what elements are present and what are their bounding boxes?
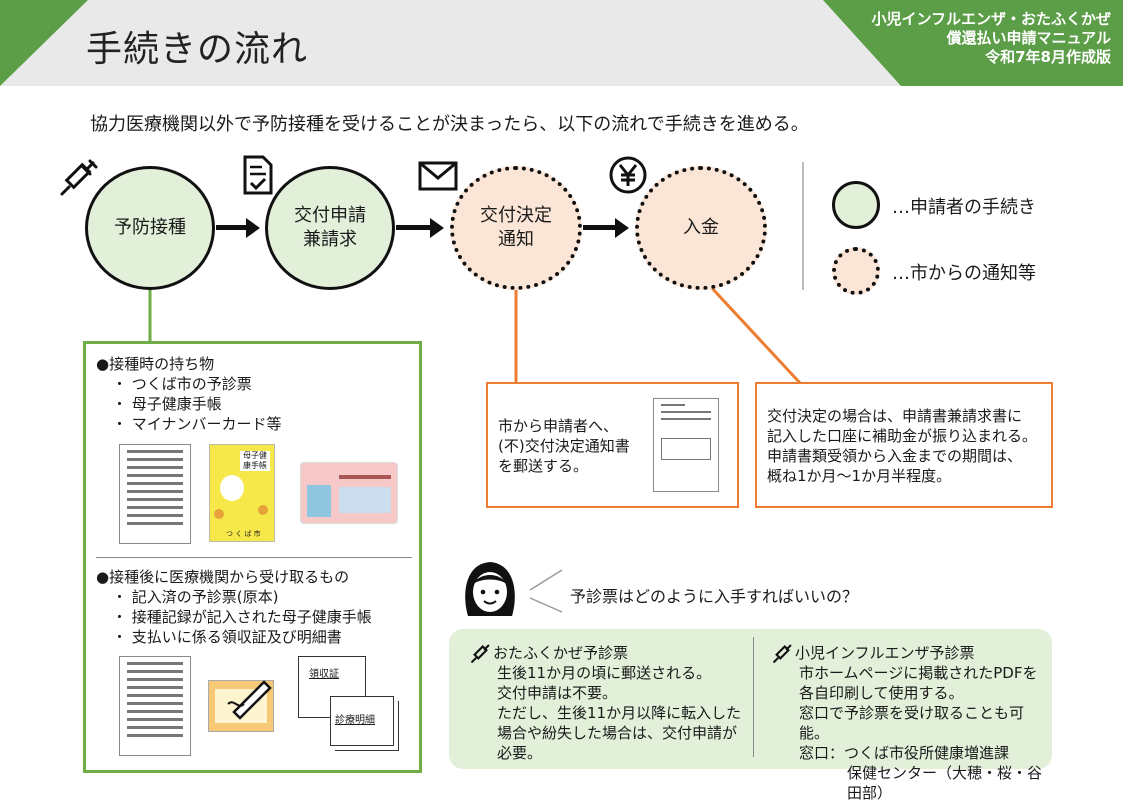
step-payment: 入金 — [635, 166, 767, 290]
answer-panel: おたふくかぜ予診票 生後11か月の頃に郵送される。 交付申請は不要。 ただし、生… — [449, 629, 1052, 802]
items-box: ●接種時の持ち物 ・ つくば市の予診票 ・ 母子健康手帳 ・ マイナンバーカード… — [83, 341, 422, 773]
otafuku-line3: ただし、生後11か月以降に転入した — [497, 704, 742, 722]
envelope-icon — [418, 161, 458, 191]
syringe-icon — [60, 159, 98, 196]
notice-line3: を郵送する。 — [498, 457, 589, 475]
person-icon — [465, 562, 515, 616]
step-application: 交付申請 兼請求 — [265, 166, 395, 290]
manual-info: 小児インフルエンザ・おたふくかぜ 償還払い申請マニュアル 令和7年8月作成版 — [871, 10, 1111, 67]
bring-heading: ●接種時の持ち物 — [96, 355, 215, 373]
my-number-card-image — [300, 462, 398, 524]
pen-icon — [227, 680, 272, 720]
step-application-line2: 兼請求 — [303, 229, 357, 250]
notice-line2: (不)交付決定通知書 — [498, 437, 630, 455]
payment-line2: 記入した口座に補助金が振り込まれる。 — [767, 427, 1038, 445]
lead-text: 協力医療機関以外で予防接種を受けることが決まったら、以下の流れで手続きを進める。 — [90, 114, 809, 135]
receive-item-2: ・ 接種記録が記入された母子健康手帳 — [112, 608, 372, 626]
receive-list: ●接種後に医療機関から受け取るもの ・ 記入済の予診票(原本) ・ 接種記録が記… — [96, 567, 372, 647]
legend-city: …市からの通知等 — [892, 263, 1036, 284]
step-vaccination: 予防接種 — [85, 166, 215, 290]
manual-info-line1: 小児インフルエンザ・おたふくかぜ — [871, 10, 1111, 28]
bring-list: ●接種時の持ち物 ・ つくば市の予診票 ・ 母子健康手帳 ・ マイナンバーカード… — [96, 354, 281, 434]
step-decision-line2: 通知 — [498, 229, 534, 250]
bring-item-1: ・ つくば市の予診票 — [112, 375, 252, 393]
legend-applicant: …申請者の手続き — [892, 197, 1036, 218]
step-decision-notice: 交付決定 通知 — [450, 166, 582, 290]
page-title: 手続きの流れ — [86, 29, 309, 70]
notice-box: 市から申請者へ、 (不)交付決定通知書 を郵送する。 — [486, 382, 739, 508]
manual-info-line3: 令和7年8月作成版 — [985, 48, 1111, 66]
payment-line3: 申請書類受領から入金までの期間は、 — [767, 447, 1023, 465]
arrow-1-line — [216, 225, 246, 230]
influenza-line4: 窓口：つくば市役所健康増進課 — [799, 744, 1010, 762]
yen-icon — [609, 156, 647, 194]
otafuku-line4: 場合や紛失した場合は、交付申請が — [497, 724, 738, 742]
divider — [96, 557, 412, 558]
influenza-line5: 保健センター（大穂・桜・谷田部） — [847, 764, 1043, 802]
payment-line4: 概ね1か月～1か月半程度。 — [767, 467, 952, 485]
boshi-techo-image: 母子健康手帳 つ く ば 市 — [209, 444, 275, 542]
header-green-triangle — [0, 0, 88, 86]
receive-heading: ●接種後に医療機関から受け取るもの — [96, 568, 350, 586]
step-decision-line1: 交付決定 — [480, 205, 552, 226]
syringe-icon-small-2 — [773, 644, 792, 663]
rabbit-illustration — [220, 475, 244, 501]
receive-item-3: ・ 支払いに係る領収証及び明細書 — [112, 628, 342, 646]
step-payment-label: 入金 — [683, 217, 719, 238]
legend-green-swatch — [832, 181, 880, 229]
receipt-label: 領収証 — [309, 669, 339, 680]
manual-info-line2: 償還払い申請マニュアル — [946, 29, 1111, 47]
yoshinhyo-filled-image — [119, 656, 191, 756]
influenza-line1: 市ホームページに掲載されたPDFを — [799, 664, 1038, 682]
influenza-block: 小児インフルエンザ予診票 市ホームページに掲載されたPDFを 各自印刷して使用す… — [795, 643, 1052, 803]
step-vaccination-label: 予防接種 — [114, 217, 186, 238]
payment-box: 交付決定の場合は、申請書兼請求書に 記入した口座に補助金が振り込まれる。 申請書… — [755, 382, 1053, 508]
techo-city: つ く ば 市 — [226, 530, 261, 538]
speech-lines — [529, 569, 563, 613]
question-text: 予診票はどのように入手すればいいの？ — [570, 587, 859, 606]
bring-item-3: ・ マイナンバーカード等 — [112, 415, 282, 433]
payment-text: 交付決定の場合は、申請書兼請求書に 記入した口座に補助金が振り込まれる。 申請書… — [767, 406, 1037, 486]
receive-item-1: ・ 記入済の予診票(原本) — [112, 588, 279, 606]
techo-label: 母子健康手帳 — [240, 451, 270, 471]
otafuku-title: おたふくかぜ予診票 — [493, 644, 629, 662]
step-application-line1: 交付申請 — [294, 205, 366, 226]
arrow-2-head — [430, 218, 444, 238]
orange-connector-2 — [708, 284, 802, 385]
arrow-1-head — [246, 218, 260, 238]
notice-document-image — [653, 398, 719, 492]
otafuku-block: おたふくかぜ予診票 生後11か月の頃に郵送される。 交付申請は不要。 ただし、生… — [493, 643, 741, 763]
influenza-title: 小児インフルエンザ予診票 — [795, 644, 975, 662]
answer-divider — [753, 637, 754, 757]
influenza-line3: 窓口で予診票を受け取ることも可能。 — [799, 704, 1025, 742]
detail-label: 診療明細 — [335, 715, 375, 726]
syringe-icon-small — [471, 644, 490, 663]
bring-item-2: ・ 母子健康手帳 — [112, 395, 222, 413]
arrow-3-line — [583, 225, 615, 230]
influenza-line2: 各自印刷して使用する。 — [799, 684, 964, 702]
otafuku-line1: 生後11か月の頃に郵送される。 — [497, 664, 712, 682]
otafuku-line2: 交付申請は不要。 — [497, 684, 618, 702]
notice-text: 市から申請者へ、 (不)交付決定通知書 を郵送する。 — [498, 416, 630, 476]
otafuku-line5: 必要。 — [497, 744, 543, 762]
detail-statement-image: 診療明細 — [330, 696, 394, 746]
payment-line1: 交付決定の場合は、申請書兼請求書に — [767, 407, 1023, 425]
arrow-3-head — [615, 218, 629, 238]
legend-orange-swatch — [832, 247, 880, 295]
arrow-2-line — [396, 225, 430, 230]
yoshinhyo-image — [119, 444, 191, 544]
notice-line1: 市から申請者へ、 — [498, 417, 619, 435]
document-check-icon — [243, 155, 273, 195]
card-photo — [307, 485, 331, 517]
